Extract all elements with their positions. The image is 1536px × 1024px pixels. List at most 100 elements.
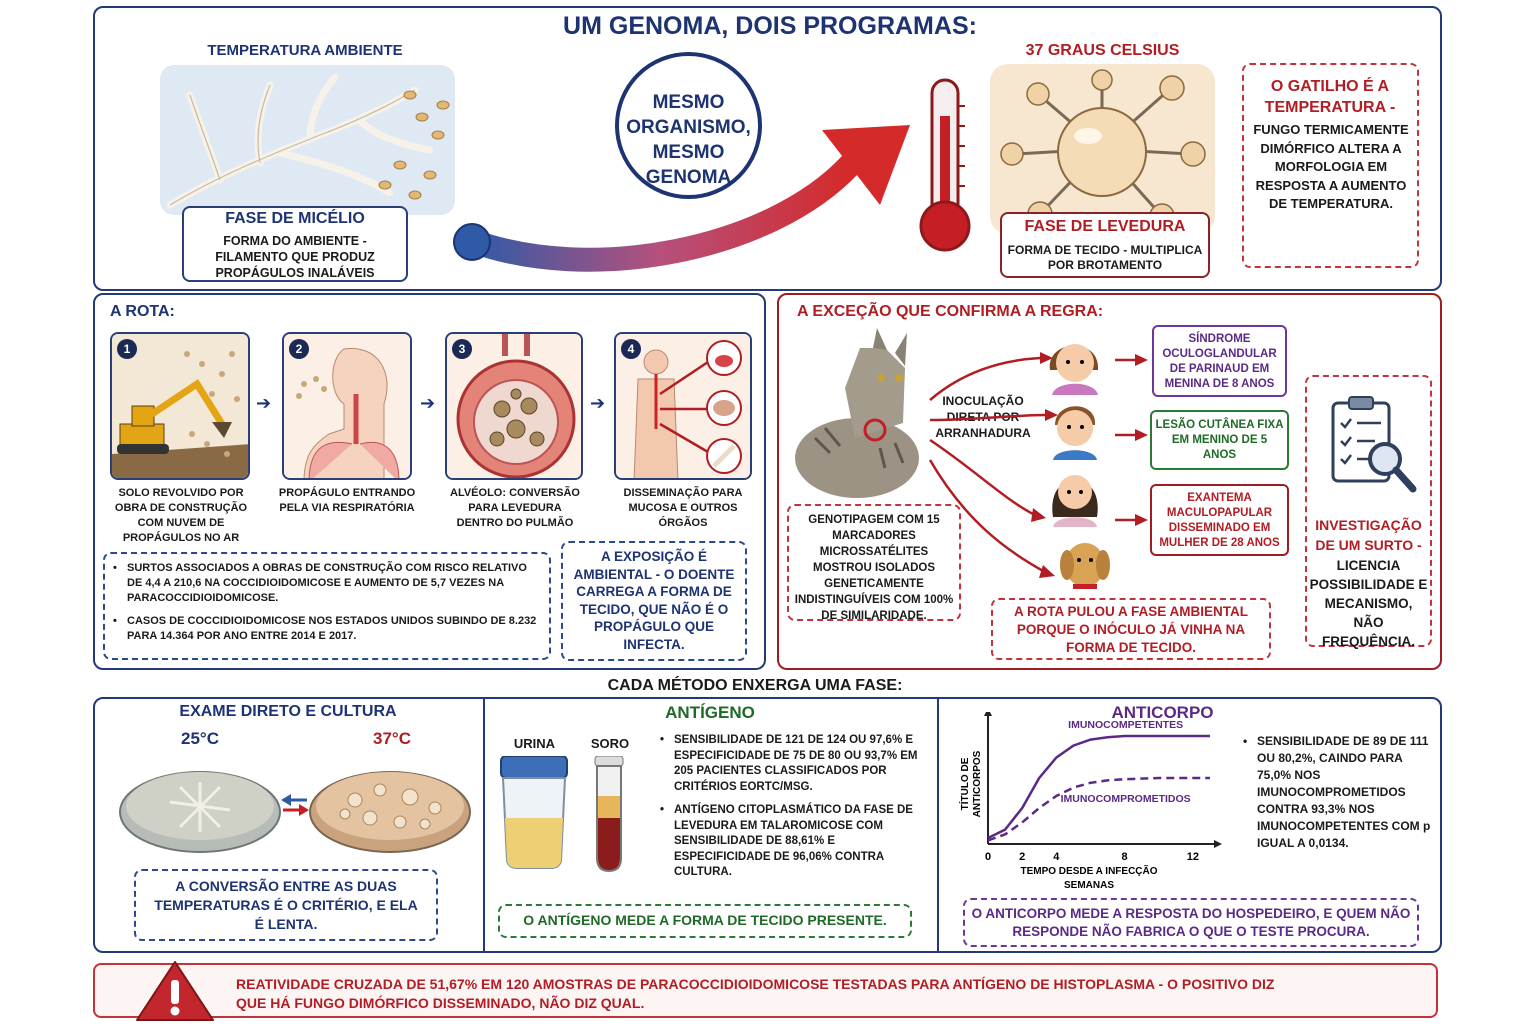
petri-dishes-illustration: [119, 771, 471, 853]
genotyping-text: GENOTIPAGEM COM 15 MARCADORES MICROSSATÉ…: [794, 514, 954, 622]
cat-illustration: [795, 328, 919, 498]
temp-25: 25°C: [181, 729, 219, 748]
exposure-callout-box: [561, 541, 747, 661]
antibody-note: O ANTICORPO MEDE A RESPOSTA DO HOSPEDEIR…: [971, 906, 1411, 939]
x-axis-label-unit: SEMANAS: [1064, 880, 1114, 891]
x-tick-label: 4: [1053, 851, 1060, 863]
series-label-1: IMUNOCOMPETENTES: [1068, 719, 1183, 731]
warning-banner: [93, 963, 1438, 1018]
case-box-2: [1150, 410, 1289, 470]
antigen-bullets: SENSIBILIDADE DE 121 DE 124 OU 97,6% E E…: [660, 733, 930, 889]
yeast-desc: FORMA DE TECIDO - MULTIPLICA POR BROTAME…: [1007, 243, 1203, 272]
divider: [483, 697, 485, 953]
route-step-1: 1: [110, 332, 250, 480]
dissemination-illustration: [616, 334, 750, 478]
exception-title: A EXCEÇÃO QUE CONFIRMA A REGRA:: [797, 303, 1104, 320]
x-tick-label: 0: [985, 851, 991, 863]
yeast-title: FASE DE LEVEDURA: [1024, 218, 1186, 235]
genotyping-box: [787, 504, 961, 621]
ambient-label: TEMPERATURA AMBIENTE: [207, 42, 403, 59]
route-bullet: SURTOS ASSOCIADOS A OBRAS DE CONSTRUÇÃO …: [113, 561, 543, 606]
arrow-right-icon: ➔: [256, 393, 272, 413]
same-organism-circle: [615, 52, 762, 199]
girl-avatar: [1049, 344, 1099, 395]
outbreak-title: INVESTIGAÇÃO DE UM SURTO -: [1315, 517, 1422, 553]
step-number: 2: [289, 339, 309, 359]
mycelium-illustration: [160, 65, 455, 215]
antibody-title: ANTICORPO: [1111, 703, 1214, 722]
outbreak-box: [1305, 375, 1432, 647]
antibody-bullets: SENSIBILIDADE DE 89 DE 111 OU 80,2%, CAI…: [1243, 733, 1433, 860]
x-axis-label: TEMPO DESDE A INFECÇÃO: [1020, 864, 1157, 877]
alveolus-illustration: [447, 334, 581, 478]
series-label-2: IMUNOCOMPROMETIDOS: [1061, 793, 1191, 805]
respiratory-illustration: [284, 334, 410, 478]
x-tick-label: 8: [1122, 851, 1128, 863]
hot-label: 37 GRAUS CELSIUS: [1025, 42, 1180, 59]
conclusion-text: A ROTA PULOU A FASE AMBIENTAL PORQUE O I…: [1014, 604, 1248, 655]
route-step-4-caption: DISSEMINAÇÃO PARA MUCOSA E OUTROS ÓRGÃOS: [623, 487, 743, 529]
yeast-illustration: [990, 64, 1215, 234]
case-box-3: [1150, 484, 1289, 556]
route-step-2: 2: [282, 332, 412, 480]
mycelium-desc: FORMA DO AMBIENTE - FILAMENTO QUE PRODUZ…: [215, 234, 375, 280]
trigger-title: O GATILHO É A TEMPERATURA -: [1264, 78, 1396, 116]
y-axis-label-2: ANTICORPOS: [972, 750, 983, 817]
culture-title: EXAME DIRETO E CULTURA: [179, 703, 397, 720]
temperature-arrow: [453, 125, 910, 272]
route-step-3-caption: ALVÉOLO: CONVERSÃO PARA LEVEDURA DENTRO …: [450, 487, 580, 529]
y-axis-arrow: [984, 712, 992, 716]
boy-avatar: [1053, 406, 1097, 460]
route-step-1-caption: SOLO REVOLVIDO POR OBRA DE CONSTRUÇÃO CO…: [114, 487, 248, 544]
woman-avatar: [1052, 475, 1098, 527]
case-2: LESÃO CUTÂNEA FIXA EM MENINO DE 5 ANOS: [1155, 419, 1284, 461]
mycelium-title: FASE DE MICÉLIO: [225, 210, 365, 227]
excavator-illustration: [112, 334, 248, 478]
route-bullet: CASOS DE COCCIDIOIDOMICOSE NOS ESTADOS U…: [113, 614, 543, 644]
clipboard-magnifier-icon: [1331, 396, 1417, 493]
temp-37: 37°C: [373, 729, 411, 748]
sample-tubes-illustration: [500, 756, 624, 873]
series-line-1: [987, 734, 1210, 840]
x-tick-label: 12: [1187, 851, 1199, 863]
x-tick-label: 2: [1019, 851, 1025, 863]
x-axis-arrow: [1214, 840, 1222, 848]
divider: [937, 697, 939, 953]
same-organism-text: MESMO ORGANISMO, MESMO GENOMA: [626, 92, 751, 188]
case-3: EXANTEMA MACULOPAPULAR DISSEMINADO EM MU…: [1159, 492, 1280, 549]
serum-label: SORO: [590, 736, 630, 751]
route-step-2-caption: PROPÁGULO ENTRANDO PELA VIA RESPIRATÓRIA: [278, 487, 416, 514]
antigen-bullet: SENSIBILIDADE DE 121 DE 124 OU 97,6% E E…: [660, 733, 930, 795]
route-bullets-box: [103, 552, 551, 660]
yeast-box: [1000, 212, 1210, 278]
y-axis-label: TÍTULO DE: [958, 757, 971, 810]
arrow-right-icon: ➔: [590, 393, 606, 413]
warning-text: REATIVIDADE CRUZADA DE 51,67% EM 120 AMO…: [236, 976, 1275, 1011]
case-1: SÍNDROME OCULOGLANDULAR DE PARINAUD EM M…: [1162, 333, 1277, 390]
antibody-bullet: SENSIBILIDADE DE 89 DE 111 OU 80,2%, CAI…: [1243, 733, 1433, 852]
antigen-note-box: [498, 904, 912, 938]
step-number: 1: [117, 339, 137, 359]
trigger-desc: FUNGO TERMICAMENTE DIMÓRFICO ALTERA A MO…: [1253, 122, 1409, 211]
step-number: 4: [621, 339, 641, 359]
mycelium-box: [182, 206, 408, 282]
culture-note: A CONVERSÃO ENTRE AS DUAS TEMPERATURAS É…: [154, 878, 418, 932]
methods-title: CADA MÉTODO ENXERGA UMA FASE:: [607, 677, 903, 694]
antibody-note-box: [963, 898, 1419, 947]
series-line-2: [987, 776, 1210, 842]
arrow-right-icon: ➔: [420, 393, 436, 413]
dog-avatar: [1060, 543, 1110, 589]
trigger-box: [1242, 63, 1419, 268]
urine-label: URINA: [513, 736, 556, 751]
step-number: 3: [452, 339, 472, 359]
conclusion-box: [991, 598, 1271, 660]
case-box-1: [1152, 325, 1287, 397]
antigen-note: O ANTÍGENO MEDE A FORMA DE TECIDO PRESEN…: [523, 912, 887, 928]
culture-note-box: [134, 869, 438, 941]
warning-icon: [136, 961, 214, 1021]
case-arrows: [928, 352, 1148, 578]
page-title: UM GENOMA, DOIS PROGRAMAS:: [563, 12, 977, 40]
route-bullets: SURTOS ASSOCIADOS A OBRAS DE CONSTRUÇÃO …: [113, 561, 543, 652]
route-title: A ROTA:: [110, 303, 175, 320]
